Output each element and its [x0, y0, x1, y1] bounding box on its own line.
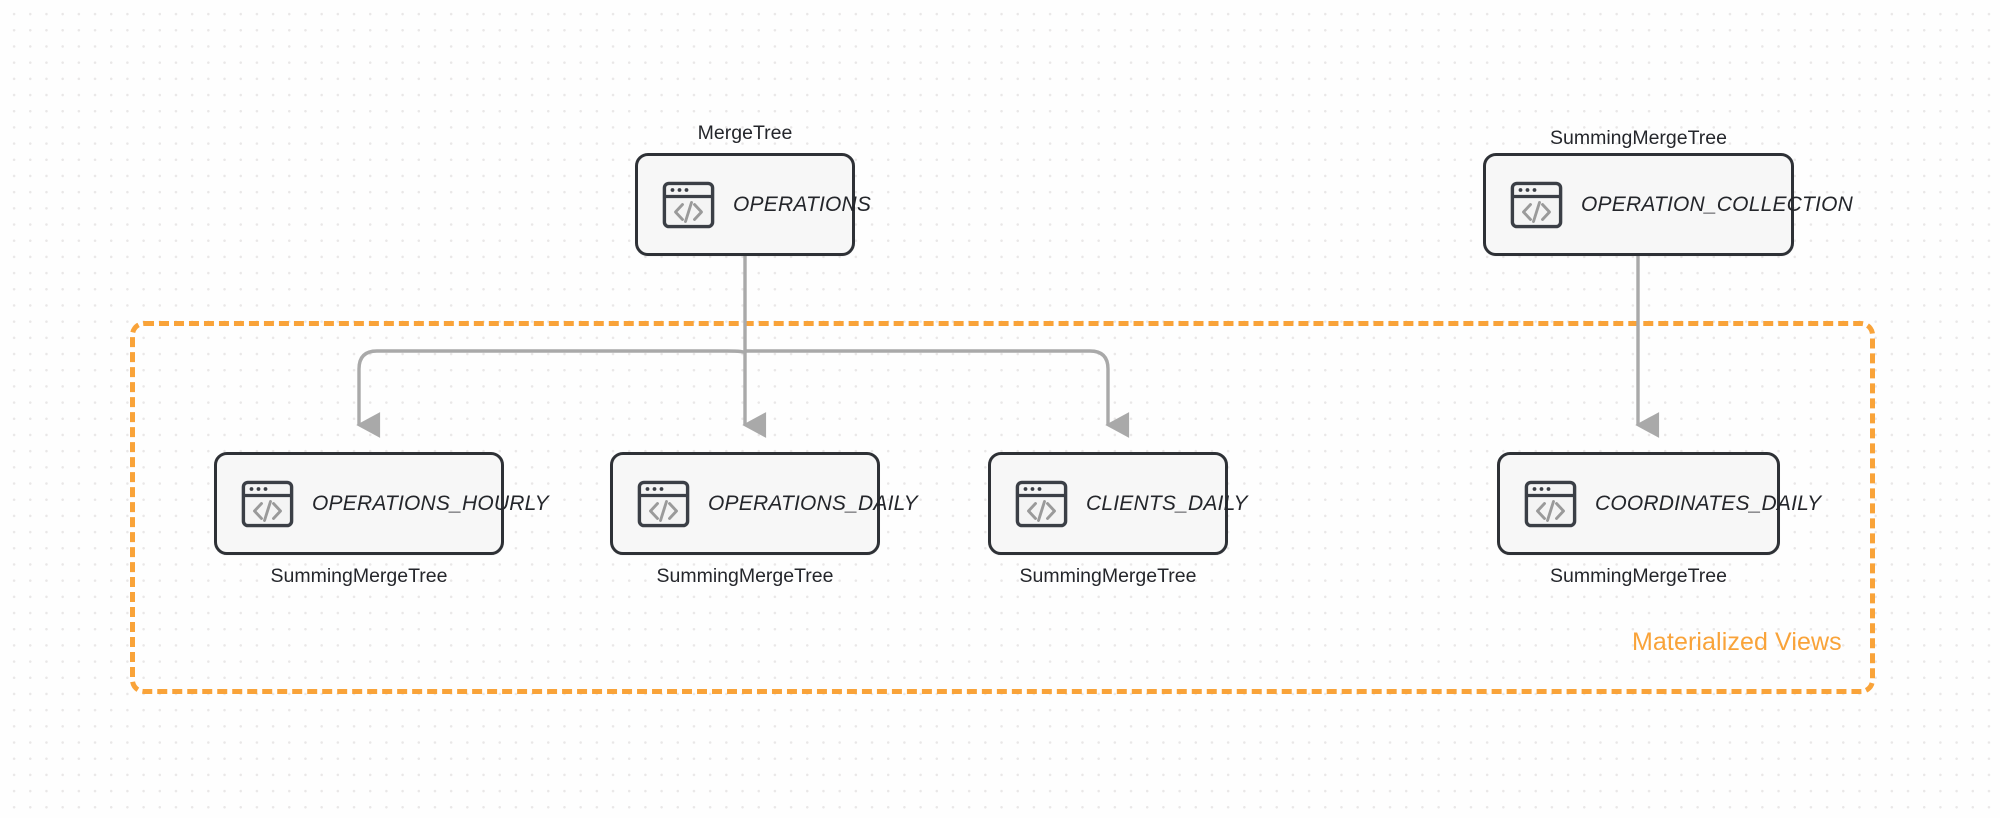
- node-caption-operations-hourly: SummingMergeTree: [270, 565, 448, 587]
- node-operation-collection[interactable]: OPERATION_COLLECTION: [1483, 153, 1853, 256]
- code-window-icon: [1524, 480, 1577, 528]
- node-operations-hourly[interactable]: OPERATIONS_HOURLY: [214, 452, 549, 555]
- node-caption-operations: MergeTree: [697, 122, 793, 144]
- node-title-coordinates-daily: COORDINATES_DAILY: [1595, 491, 1822, 515]
- node-title-operations-daily: OPERATIONS_DAILY: [708, 491, 918, 515]
- node-caption-operations-daily: SummingMergeTree: [656, 565, 834, 587]
- node-caption-coordinates-daily: SummingMergeTree: [1549, 565, 1727, 587]
- code-window-icon: [662, 181, 715, 229]
- node-caption-operation-collection: SummingMergeTree: [1549, 127, 1727, 149]
- node-title-operations-hourly: OPERATIONS_HOURLY: [312, 491, 549, 515]
- materialized-views-group-label: Materialized Views: [1632, 628, 1842, 656]
- node-title-operations: OPERATIONS: [733, 192, 872, 216]
- node-operations-daily[interactable]: OPERATIONS_DAILY: [610, 452, 918, 555]
- code-window-icon: [241, 480, 294, 528]
- node-coordinates-daily[interactable]: COORDINATES_DAILY: [1497, 452, 1821, 555]
- code-window-icon: [637, 480, 690, 528]
- code-window-icon: [1015, 480, 1068, 528]
- code-window-icon: [1510, 181, 1563, 229]
- node-title-clients-daily: CLIENTS_DAILY: [1086, 491, 1248, 515]
- node-title-operation-collection: OPERATION_COLLECTION: [1581, 192, 1853, 216]
- node-clients-daily[interactable]: CLIENTS_DAILY: [988, 452, 1248, 555]
- node-caption-clients-daily: SummingMergeTree: [1019, 565, 1197, 587]
- node-operations[interactable]: OPERATIONS: [635, 153, 871, 256]
- materialized-views-group: [130, 321, 1875, 694]
